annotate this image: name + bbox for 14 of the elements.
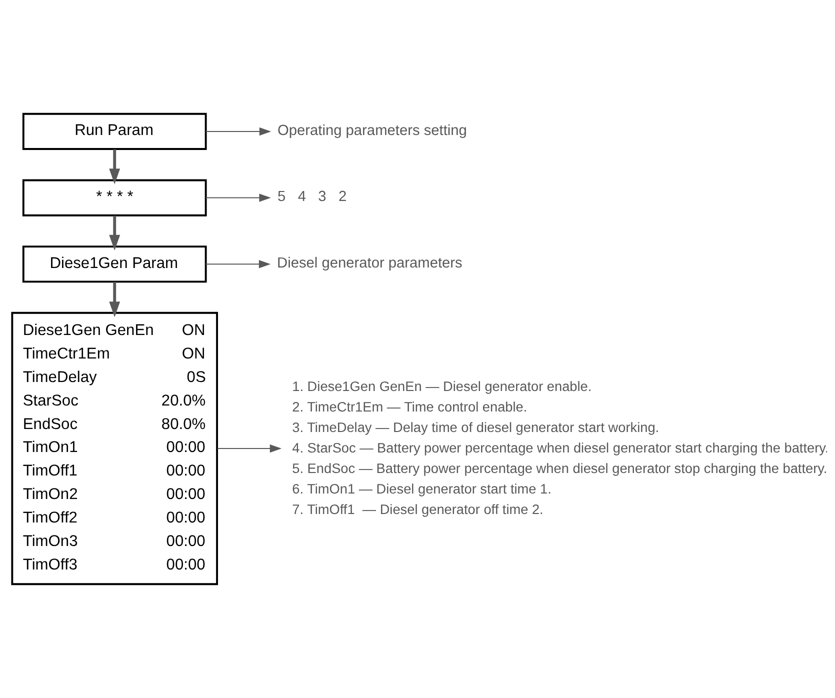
node-text: 5 4 3 2 [278,189,347,206]
arrow [109,216,120,251]
arrow [205,194,271,202]
node-box: Diese1Gen Param [22,246,207,283]
node-box: Diese1Gen GenEn ON TimeCtr1Em ON TimeDelay 0S StarSoc 20.0% EndSoc 80.0% TimOn1 00:00 TimOff1 00:00 TimOn2 00:00 TimOff2 00:00 TimOn3 00:00 TimOff3 00:00 [11,312,218,586]
arrow [206,127,272,136]
arrow [109,149,120,184]
arrow [216,444,282,453]
arrow [109,282,120,318]
node-box: * * * * [22,179,207,216]
node-box: Run Param [22,112,207,150]
node-text: Diesel generator parameters [277,256,462,272]
arrow [205,260,271,268]
node-text: Operating parameters setting [278,122,467,139]
